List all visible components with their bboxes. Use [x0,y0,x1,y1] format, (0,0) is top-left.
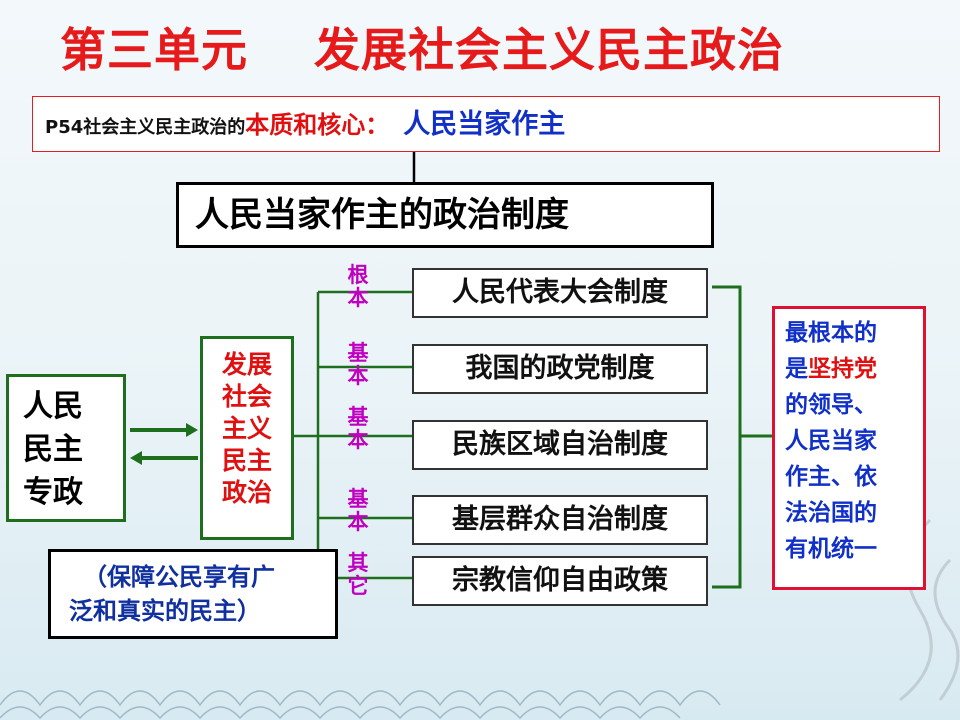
label-char: 其 [347,551,369,575]
develop-line: 社会 [221,382,272,411]
summary-line: 是坚持党 [785,351,923,387]
label-basic-3: 基 本 [341,488,375,534]
system-title: 人民当家作主的政治制度 [195,195,569,235]
system-item-party: 我国的政党制度 [412,344,708,394]
core-prefix: P54社会主义民主政治的 [45,117,246,138]
summary-line: 最根本的 [785,320,877,346]
summary-line: 的领导、 [785,392,877,418]
develop-line: 政治 [221,478,272,507]
right-bracket [712,285,742,589]
develop-line: 发展 [221,350,272,379]
label-char: 本 [347,286,369,310]
system-item-label: 宗教信仰自由政策 [452,565,668,596]
label-char: 基 [347,405,369,429]
arrow-right-head [186,423,198,437]
system-item-label: 我国的政党制度 [465,353,655,384]
summary-line: 有机统一 [785,536,877,562]
label-other: 其 它 [341,552,375,598]
system-title-box: 人民当家作主的政治制度 [176,182,714,248]
title-unit: 第三单元 [60,23,248,77]
label-char: 它 [347,574,369,598]
guarantee-line: 泛和真实的民主） [69,597,261,625]
system-item-grassroots: 基层群众自治制度 [412,495,708,545]
system-item-label: 民族区域自治制度 [452,429,668,460]
title-topic: 发展社会主义民主政治 [314,23,784,77]
label-char: 本 [347,428,369,452]
system-item-npc: 人民代表大会制度 [412,268,708,318]
wave-decoration [0,690,721,720]
arrow-left-head [130,451,142,465]
dictatorship-line: 人民 [23,389,83,424]
page-title: 第三单元 发展社会主义民主政治 [60,14,920,78]
summary-line: 作主、依 [785,464,877,490]
system-item-religion: 宗教信仰自由政策 [412,556,708,606]
summary-line: 法治国的 [785,500,877,526]
system-item-label: 基层群众自治制度 [452,504,668,535]
guarantee-box: （保障公民享有广 泛和真实的民主） [48,549,338,639]
summary-line: 人民当家 [785,428,877,454]
label-basic-2: 基 本 [341,406,375,452]
label-char: 本 [347,364,369,388]
summary-highlight: 坚持党 [808,356,877,382]
dictatorship-line: 专政 [23,475,83,510]
core-value: 人民当家作主 [403,109,566,140]
develop-line: 民主 [221,446,272,475]
summary-box: 最根本的 是坚持党 的领导、 人民当家 作主、依 法治国的 有机统一 [772,306,926,590]
core-label: 本质和核心： [245,111,390,139]
develop-democracy-box: 发展 社会 主义 民主 政治 [200,336,294,540]
label-basic-1: 基 本 [341,342,375,388]
label-root: 根 本 [341,264,375,310]
core-box: P54社会主义民主政治的本质和核心： 人民当家作主 [32,96,940,152]
dictatorship-line: 民主 [23,432,83,467]
dictatorship-box: 人民 民主 专政 [6,374,126,522]
system-item-label: 人民代表大会制度 [452,277,668,308]
label-char: 基 [347,487,369,511]
system-item-ethnic-autonomy: 民族区域自治制度 [412,420,708,470]
label-char: 本 [347,510,369,534]
label-char: 根 [347,263,369,287]
label-char: 基 [347,341,369,365]
summary-text: 是 [785,356,808,382]
guarantee-line: （保障公民享有广 [83,563,275,591]
develop-line: 主义 [221,414,272,443]
